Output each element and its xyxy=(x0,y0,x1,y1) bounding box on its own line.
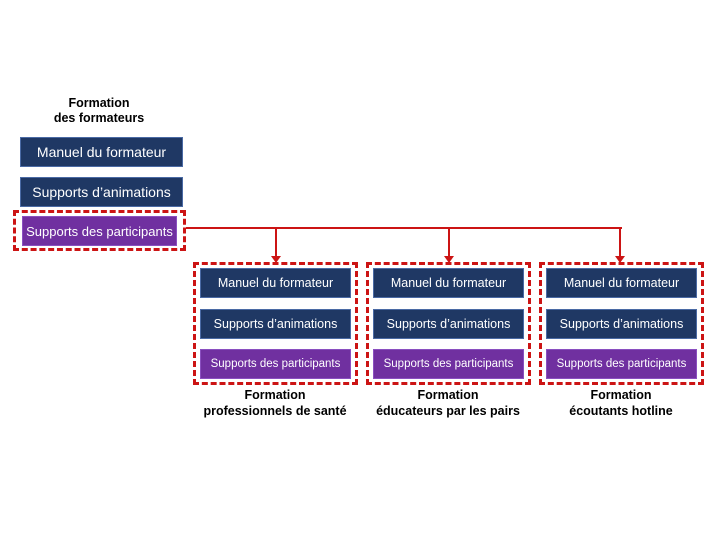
branch-1-box-animations: Supports d’animations xyxy=(200,308,351,339)
connector-horizontal-line xyxy=(186,227,622,229)
arrowhead-down-icon xyxy=(271,256,281,263)
root-box-supports-participants: Supports des participants xyxy=(22,216,177,246)
branch-3-box-manuel: Manuel du formateur xyxy=(546,268,697,298)
arrowhead-down-icon xyxy=(615,256,625,263)
branch-3-label: Formation écoutants hotline xyxy=(521,388,720,419)
connector-vertical-line-1 xyxy=(275,229,277,256)
branch-2-box-manuel: Manuel du formateur xyxy=(373,268,524,298)
branch-label-line2: éducateurs par les pairs xyxy=(376,403,520,418)
connector-vertical-line-3 xyxy=(619,229,621,256)
root-highlight-dashed-frame xyxy=(13,210,186,251)
branch-2-dashed-frame: Manuel du formateur Supports d’animation… xyxy=(366,262,531,385)
branch-2-label: Formation éducateurs par les pairs xyxy=(348,388,548,419)
branch-label-line2: professionnels de santé xyxy=(203,403,347,418)
connector-vertical-line-2 xyxy=(448,229,450,256)
branch-2-box-participants: Supports des participants xyxy=(373,349,524,379)
box-label: Supports d’animations xyxy=(213,316,338,331)
branch-label-line1: Formation xyxy=(244,388,306,402)
box-label: Supports d’animations xyxy=(559,316,684,331)
branch-3-dashed-frame: Manuel du formateur Supports d’animation… xyxy=(539,262,704,385)
box-label: Supports des participants xyxy=(210,358,341,370)
box-label: Supports des participants xyxy=(26,223,173,239)
branch-1-label: Formation professionnels de santé xyxy=(175,388,375,419)
root-title-line2: des formateurs xyxy=(53,111,145,125)
branch-3-box-animations: Supports d’animations xyxy=(546,308,697,339)
branch-label-line1: Formation xyxy=(417,388,479,402)
branch-1-dashed-frame: Manuel du formateur Supports d’animation… xyxy=(193,262,358,385)
root-box-manuel-du-formateur: Manuel du formateur xyxy=(20,137,183,167)
box-label: Manuel du formateur xyxy=(563,276,680,290)
root-box-supports-animations: Supports d’animations xyxy=(20,177,183,207)
branch-label-line2: écoutants hotline xyxy=(569,403,673,418)
branch-3-box-participants: Supports des participants xyxy=(546,349,697,379)
branch-1-box-manuel: Manuel du formateur xyxy=(200,268,351,298)
branch-2-box-animations: Supports d’animations xyxy=(373,308,524,339)
branch-label-line1: Formation xyxy=(590,388,652,402)
box-label: Supports des participants xyxy=(383,358,514,370)
root-group-title: Formation des formateurs xyxy=(14,96,184,126)
branch-1-box-participants: Supports des participants xyxy=(200,349,351,379)
box-label: Supports des participants xyxy=(556,358,687,370)
box-label: Manuel du formateur xyxy=(36,144,167,160)
box-label: Supports d’animations xyxy=(386,316,511,331)
arrowhead-down-icon xyxy=(444,256,454,263)
root-title-line1: Formation xyxy=(68,96,130,110)
box-label: Supports d’animations xyxy=(32,184,171,200)
box-label: Manuel du formateur xyxy=(390,276,507,290)
box-label: Manuel du formateur xyxy=(217,276,334,290)
